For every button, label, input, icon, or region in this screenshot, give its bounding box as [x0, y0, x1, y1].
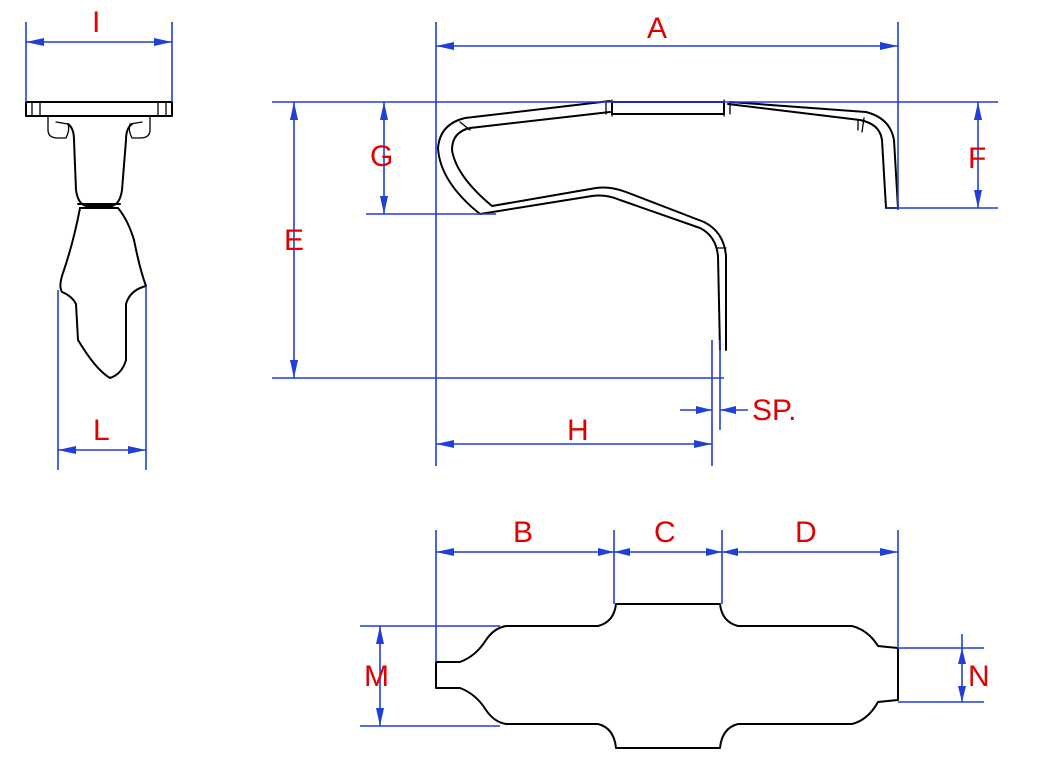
dimension-label-a: A [647, 12, 668, 45]
dimension-label-d: D [795, 516, 817, 549]
dimension-label-e: E [284, 224, 305, 257]
side-view-right-leg [727, 101, 899, 209]
dimension-label-m: M [364, 660, 389, 693]
dimension-label-b: B [513, 516, 534, 549]
dimension-label-h: H [567, 414, 589, 447]
side-view-profile [437, 100, 721, 351]
dimension-label-sp: SP. [752, 394, 797, 427]
dimension-lines [25, 22, 998, 727]
end-view-tongue [59, 207, 147, 379]
side-view-top-bar [611, 101, 725, 115]
dimension-label-i: I [92, 6, 101, 39]
dimension-label-l: L [93, 414, 110, 447]
plan-view-outline [435, 603, 899, 749]
dimension-arrowheads [26, 38, 982, 726]
dimension-label-g: G [370, 140, 394, 173]
dimension-label-c: C [654, 516, 676, 549]
end-view-neck [67, 123, 133, 207]
end-view-flange [25, 101, 173, 117]
dimension-label-n: N [968, 660, 990, 693]
side-view [437, 99, 899, 351]
plan-view [435, 603, 899, 749]
dimension-label-f: F [968, 142, 987, 175]
end-view [25, 101, 173, 379]
